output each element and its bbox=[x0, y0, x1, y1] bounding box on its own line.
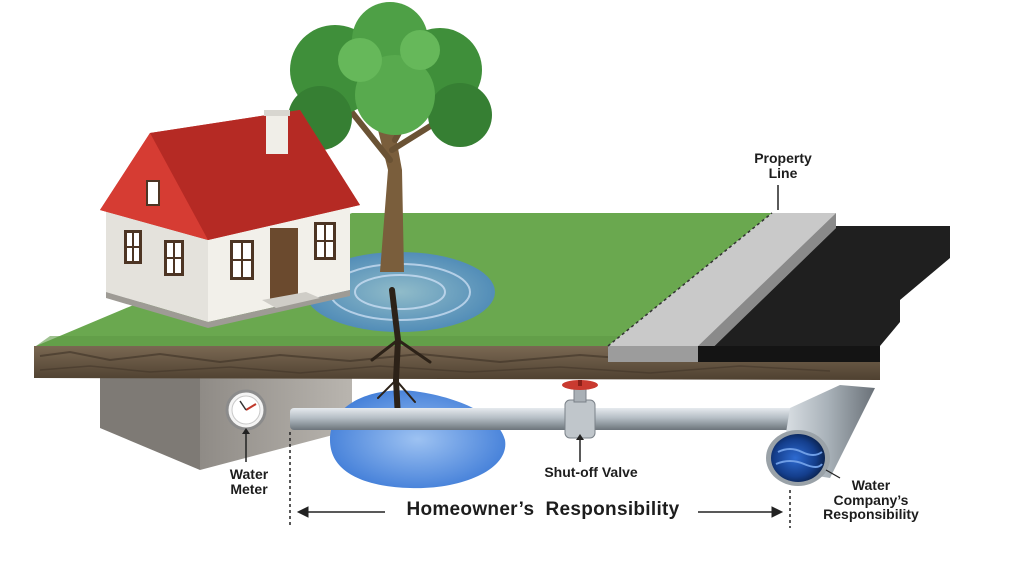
tree-roots bbox=[370, 287, 432, 421]
house-icon bbox=[100, 110, 360, 328]
property-line-label: Property Line bbox=[754, 150, 812, 181]
surface-puddle bbox=[305, 252, 495, 332]
asphalt-road bbox=[698, 226, 950, 362]
tree-icon bbox=[288, 2, 492, 272]
water-company-responsibility-label: Water Company’s Responsibility bbox=[823, 477, 919, 523]
sidewalk bbox=[608, 213, 836, 346]
shutoff-valve-icon bbox=[562, 380, 598, 462]
property-line-marker bbox=[607, 212, 773, 347]
water-meter-label: Water Meter bbox=[229, 466, 269, 497]
pipe-icon bbox=[290, 385, 875, 486]
ground-slab bbox=[34, 185, 950, 380]
water-leak-icon bbox=[330, 390, 506, 489]
water-meter-icon bbox=[225, 389, 267, 462]
homeowner-responsibility-label: Homeowner’s Responsibility bbox=[388, 500, 698, 520]
shutoff-valve-label: Shut-off Valve bbox=[544, 464, 638, 480]
dimension-lines bbox=[289, 432, 841, 528]
